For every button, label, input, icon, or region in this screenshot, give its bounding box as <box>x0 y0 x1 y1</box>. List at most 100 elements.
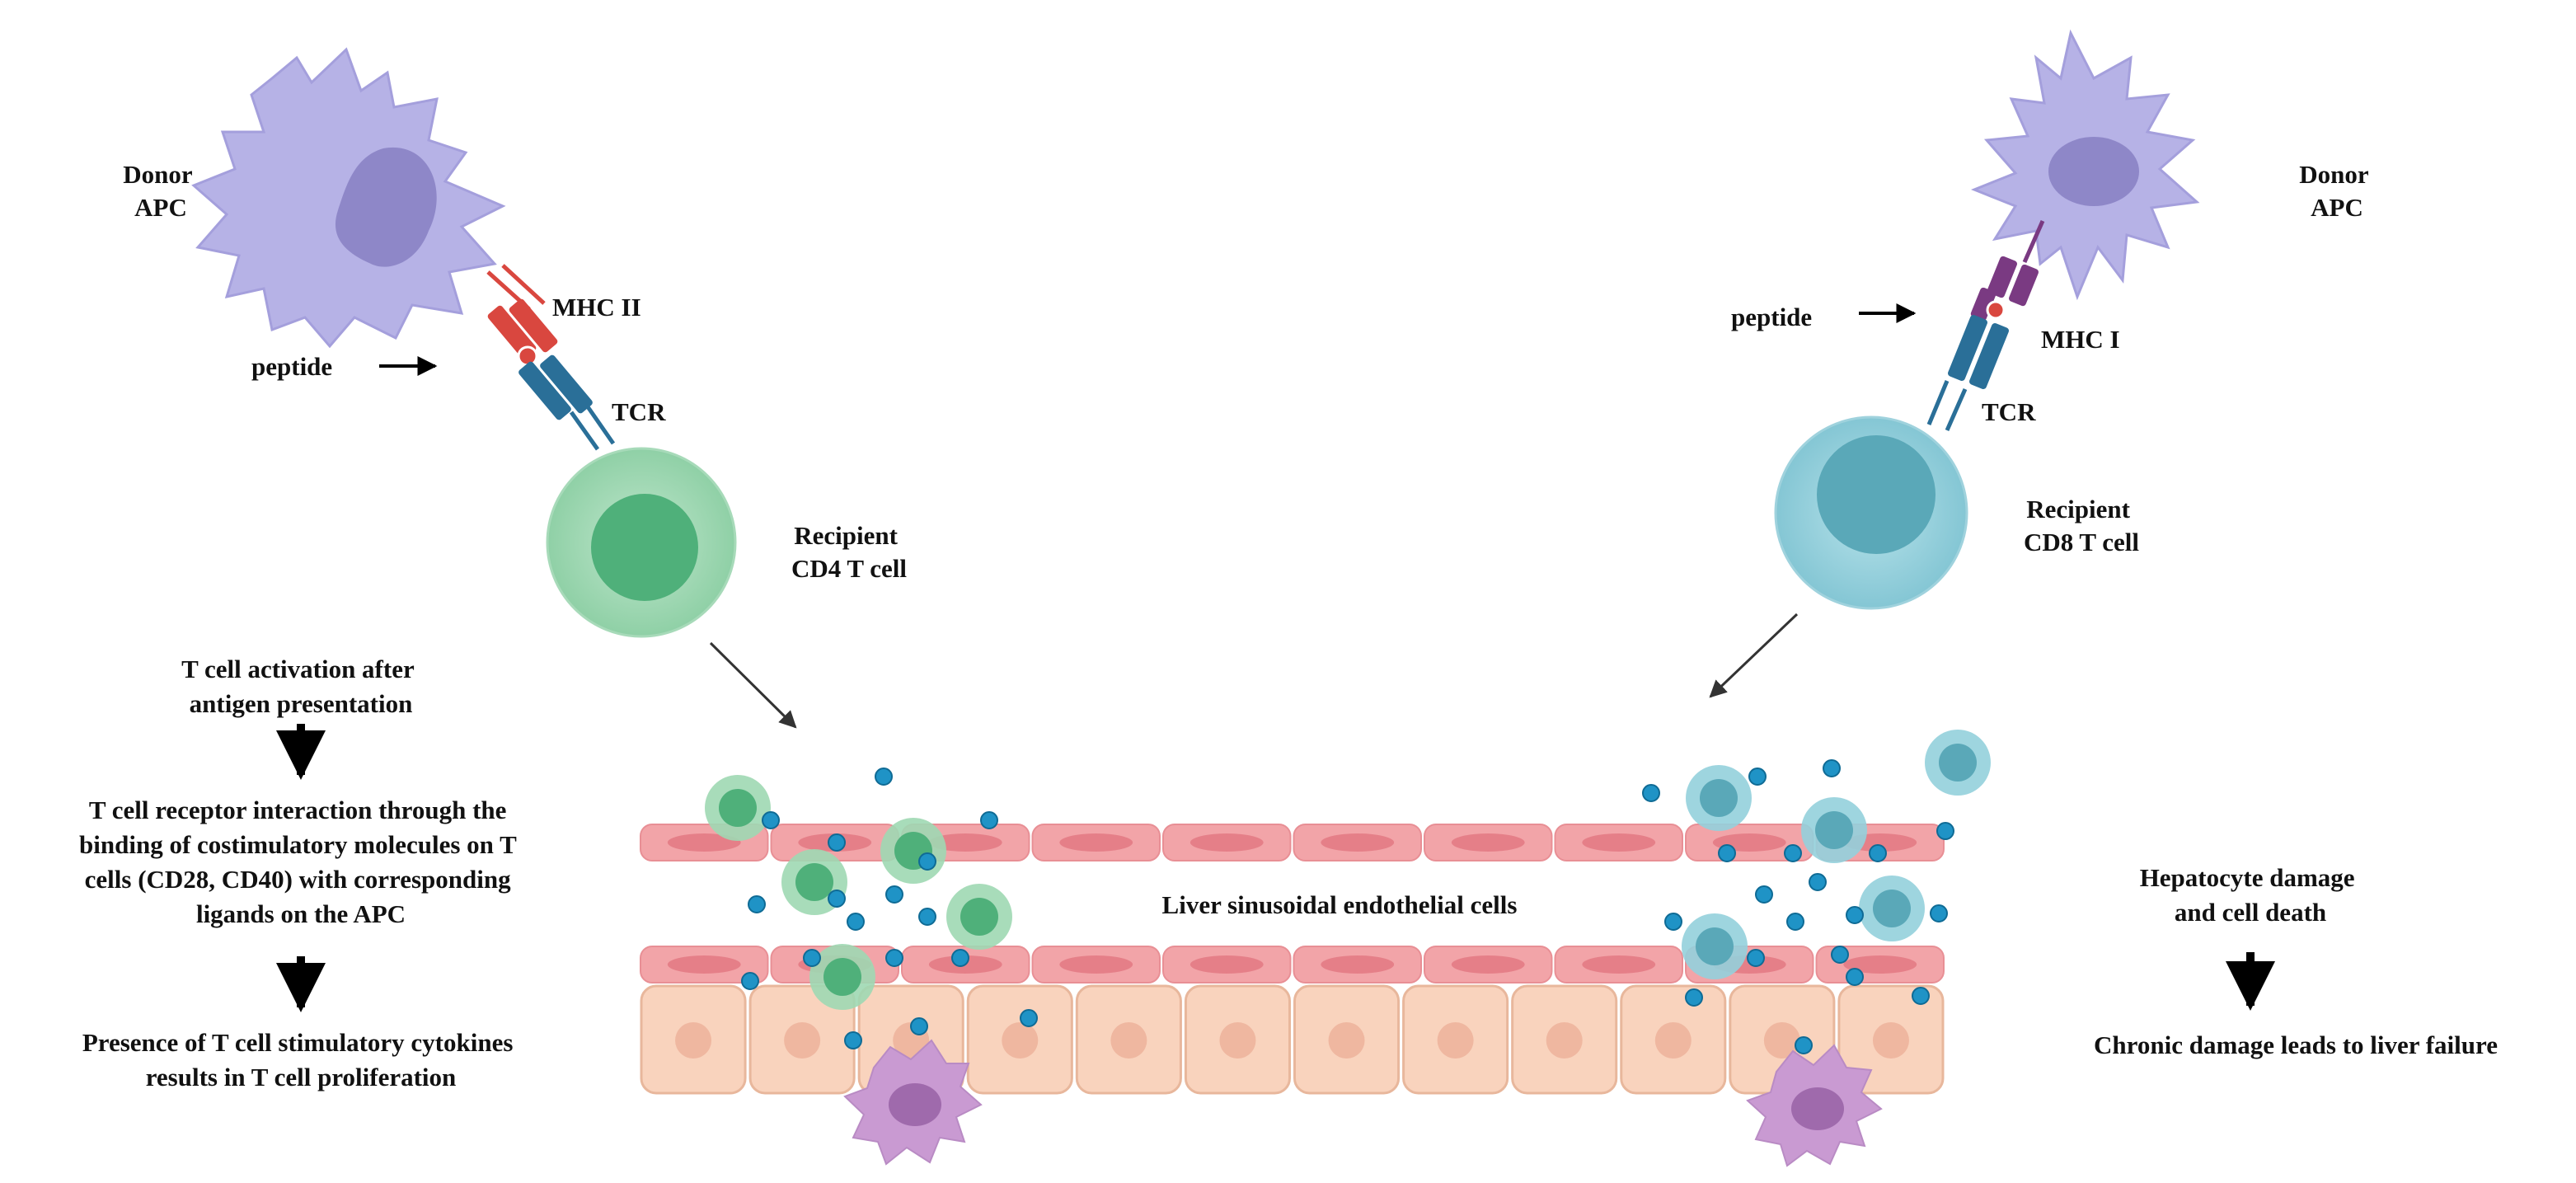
cd4-cell-nucleus <box>823 958 861 996</box>
hepatocyte-nucleus <box>1328 1022 1365 1059</box>
endothelial-nucleus <box>1189 955 1264 974</box>
liver-sinusoid-tissue <box>640 730 1991 1167</box>
apc-nucleus-left <box>335 147 437 267</box>
cd4-migration-arrow <box>709 641 797 729</box>
endothelial-nucleus <box>1582 955 1656 974</box>
cytokine-dot <box>803 949 821 967</box>
endothelial-nucleus <box>1321 833 1395 852</box>
mhc2-label: MHC II <box>552 293 641 322</box>
right-step1-text: Hepatocyte damage and cell death <box>2140 863 2362 927</box>
donor-apc-right <box>1970 29 2200 301</box>
peptide-left <box>517 345 538 367</box>
cytokine-dot <box>1936 822 1954 840</box>
kupffer-cell-left <box>843 1039 983 1166</box>
hepatocyte-nucleus <box>1763 1022 1800 1059</box>
hepatocyte-nucleus <box>1654 1022 1692 1059</box>
cytokine-dot <box>828 833 846 852</box>
donor-apc-left <box>191 47 506 349</box>
endothelial-nucleus <box>667 955 741 974</box>
cytokine-dot <box>741 972 759 990</box>
mhc1-label: MHC I <box>2041 325 2120 354</box>
recipient-cd4-label: Recipient CD4 T cell <box>791 521 907 583</box>
cd8-migration-arrow <box>1709 613 1799 698</box>
right-step2-text: Chronic damage leads to liver failure <box>2094 1030 2498 1059</box>
cytokine-dot <box>1823 759 1841 777</box>
peptide-left-label: peptide <box>251 352 332 381</box>
cytokine-dot <box>1846 968 1864 986</box>
cytokine-dot <box>918 908 936 926</box>
cytokine-dot <box>1748 768 1767 786</box>
cytokine-particles <box>741 759 1954 1054</box>
hepatocyte-nucleus <box>1002 1022 1039 1059</box>
tcr-left-label: TCR <box>612 397 666 426</box>
cytokine-dot <box>1809 873 1827 891</box>
hepatocyte-nucleus <box>1437 1022 1474 1059</box>
hepatocyte-nucleus <box>1546 1022 1583 1059</box>
cytokine-dot <box>1930 904 1948 922</box>
cytokine-dot <box>1869 844 1887 862</box>
recipient-cd8-label: Recipient CD8 T cell <box>2024 495 2139 556</box>
peptide-right <box>1986 300 2006 320</box>
cytokine-dot <box>748 895 766 913</box>
left-step3-text: Presence of T cell stimulatory cytokines… <box>82 1028 519 1091</box>
apc-nucleus-right <box>2048 137 2139 206</box>
infiltrating-cd4-cells <box>705 775 1012 1010</box>
endothelial-nucleus <box>928 833 1002 852</box>
peptide-right-label: peptide <box>1731 303 1812 331</box>
cytokine-dot <box>1795 1036 1813 1054</box>
cytokine-dot <box>1786 913 1804 931</box>
cd8-cell-nucleus <box>1939 744 1977 782</box>
cd8-cell-nucleus <box>1700 779 1738 817</box>
cytokine-dot <box>885 949 903 967</box>
endothelial-nucleus <box>1582 833 1656 852</box>
cd8-cell-nucleus <box>1873 890 1911 927</box>
kupffer-cell-right <box>1746 1044 1883 1167</box>
hepatocyte-nucleus <box>1872 1022 1909 1059</box>
cytokine-dot <box>910 1017 928 1035</box>
cytokine-dot <box>847 913 865 931</box>
mhc1-tcr-complex-right <box>1926 219 2045 432</box>
cytokine-dot <box>844 1031 862 1049</box>
mhc2-tcr-complex-left <box>486 264 616 451</box>
hepatocyte-nucleus <box>784 1022 821 1059</box>
cytokine-dot <box>885 885 903 904</box>
endothelial-nucleus <box>1059 955 1133 974</box>
endothelial-nucleus <box>667 833 741 852</box>
left-step1-text: T cell activation after antigen presenta… <box>181 655 420 718</box>
cytokine-dot <box>980 811 998 829</box>
cytokine-dot <box>762 811 780 829</box>
cytokine-dot <box>1846 906 1864 924</box>
cytokine-dot <box>828 890 846 908</box>
cytokine-dot <box>1831 946 1849 964</box>
cd4-cell-nucleus <box>795 863 833 901</box>
endothelial-nucleus <box>1843 955 1917 974</box>
donor-apc-right-label: Donor APC <box>2299 160 2375 222</box>
cytokine-dot <box>1020 1009 1038 1027</box>
infiltrating-cd8-cells <box>1682 730 1991 979</box>
cytokine-dot <box>1642 784 1660 802</box>
endothelial-nucleus <box>1321 955 1395 974</box>
cytokine-dot <box>1912 987 1930 1005</box>
hepatocyte-nucleus <box>1219 1022 1256 1059</box>
left-step2-text: T cell receptor interaction through the … <box>79 796 523 928</box>
cytokine-dot <box>1784 844 1802 862</box>
endothelial-nucleus <box>1059 833 1133 852</box>
cytokine-dot <box>1718 844 1736 862</box>
cytokine-dot <box>875 768 893 786</box>
lsec-label: Liver sinusoidal endothelial cells <box>1162 890 1518 919</box>
cytokine-dot <box>951 949 969 967</box>
recipient-cd8-t-cell <box>1774 415 1968 610</box>
hepatocyte-nucleus <box>1110 1022 1147 1059</box>
cd8-cell-nucleus <box>1696 927 1734 965</box>
hepatocyte-row <box>640 984 1945 1095</box>
cytokine-dot <box>1747 949 1765 967</box>
cytokine-dot <box>918 852 936 871</box>
hepatocyte-nucleus <box>675 1022 712 1059</box>
donor-apc-left-label: Donor APC <box>123 160 199 222</box>
endothelial-nucleus <box>1451 955 1525 974</box>
recipient-cd4-t-cell <box>546 447 737 638</box>
cd4-cell-nucleus <box>719 789 757 827</box>
endothelial-nucleus <box>1451 833 1525 852</box>
endothelial-nucleus <box>1189 833 1264 852</box>
